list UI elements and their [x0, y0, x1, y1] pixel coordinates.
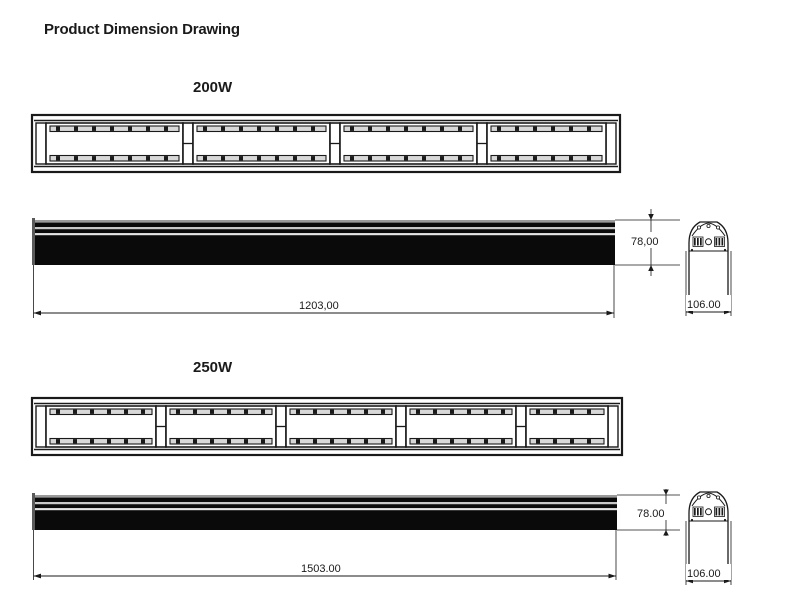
led-module: [165, 405, 277, 448]
dimension-height-200w: 78,00: [615, 209, 680, 276]
led-module: [45, 405, 157, 448]
variant-label-200w: 200W: [193, 79, 233, 96]
dimension-length-200w: 1203,00: [33, 265, 615, 318]
page-title: Product Dimension Drawing: [44, 21, 240, 38]
top-view-250w: [30, 396, 624, 457]
led-module: [192, 122, 331, 165]
led-module: [405, 405, 517, 448]
dim-width-200w-text: 106.00: [687, 299, 721, 311]
dim-width-250w-text: 106.00: [687, 568, 721, 580]
end-section-view-250w: [688, 491, 729, 571]
dimension-height-250w: 78.00: [617, 489, 680, 536]
side-view-200w: [32, 218, 615, 265]
dim-height-200w-text: 78,00: [631, 236, 659, 248]
side-view-250w: [32, 493, 617, 530]
dimension-width-200w: 106.00: [685, 251, 732, 316]
dimension-length-250w: 1503.00: [33, 530, 617, 580]
led-module: [525, 405, 609, 448]
variant-label-250w: 250W: [193, 359, 233, 376]
top-view-200w: [30, 113, 622, 174]
end-section-view-200w: [688, 221, 729, 301]
led-module: [486, 122, 607, 165]
led-module: [285, 405, 397, 448]
led-module: [339, 122, 478, 165]
dimension-width-250w: 106.00: [685, 521, 732, 585]
led-module: [45, 122, 184, 165]
dim-length-200w-text: 1203,00: [299, 300, 339, 312]
dim-height-250w-text: 78.00: [637, 508, 665, 520]
dim-length-250w-text: 1503.00: [301, 563, 341, 575]
